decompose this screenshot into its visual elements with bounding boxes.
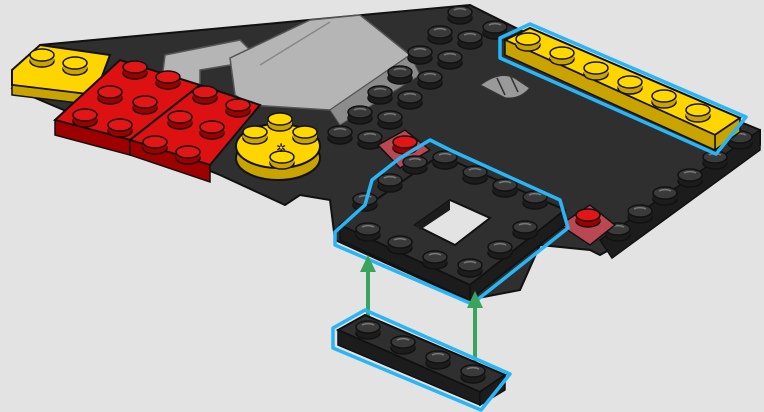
svg-text:✲: ✲ <box>276 141 286 155</box>
black-plate-1x4 <box>333 310 510 410</box>
arrow-up-icon <box>360 255 376 318</box>
